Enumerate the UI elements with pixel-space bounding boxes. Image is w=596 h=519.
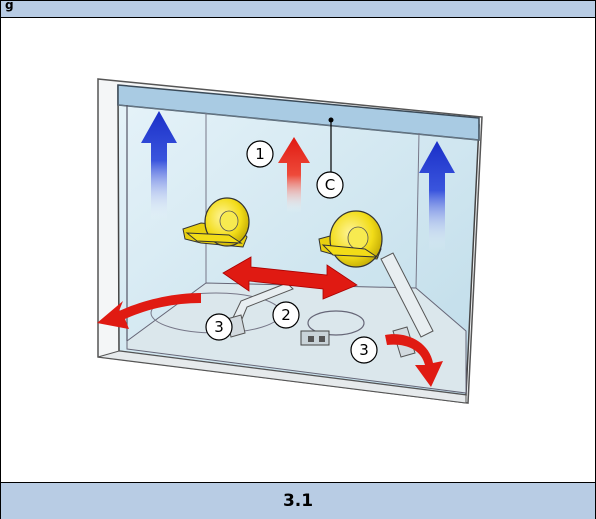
callout-c: C — [316, 171, 344, 199]
callout-2-label: 2 — [281, 306, 291, 324]
knob-right — [318, 210, 383, 268]
red-up-arrow — [278, 137, 310, 213]
callout-3-left-label: 3 — [214, 318, 224, 336]
knob-left — [182, 197, 250, 248]
red-double-arrow — [222, 256, 358, 300]
c-leader-dot — [328, 117, 334, 123]
red-curved-arrow-left — [97, 293, 201, 329]
blue-up-arrow-right — [419, 141, 455, 251]
callout-2: 2 — [272, 301, 300, 329]
illustration-cell: 1 C 2 3 3 — [1, 18, 595, 481]
callout-3-right: 3 — [350, 336, 378, 364]
figure-caption: 3.1 — [282, 491, 314, 511]
top-band-text: g — [5, 0, 14, 12]
blue-up-arrow-left — [141, 111, 177, 221]
dishwasher-illustration: 1 C 2 3 3 — [97, 78, 483, 404]
callout-1: 1 — [246, 140, 274, 168]
caption-cell: 3.1 — [1, 482, 595, 519]
callout-c-label: C — [325, 176, 335, 194]
cabinet-frame — [97, 78, 483, 404]
callout-1-label: 1 — [255, 145, 265, 163]
callout-3-left: 3 — [205, 313, 233, 341]
top-band: g — [1, 0, 595, 18]
red-curved-arrow-right — [385, 334, 443, 387]
callout-3-right-label: 3 — [359, 341, 369, 359]
